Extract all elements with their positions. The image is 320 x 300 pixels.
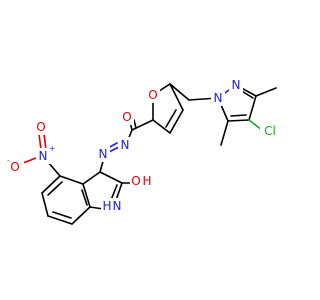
atom-nh-indole: H N bbox=[101, 198, 127, 214]
atom-o-amide-label: O bbox=[122, 110, 131, 124]
atom-nh-indole-h-label: H bbox=[102, 199, 111, 213]
atom-oh-o-label: O bbox=[131, 174, 140, 188]
atom-oh-h-label: H bbox=[142, 174, 151, 188]
atom-n-pyrazole-1-label: N bbox=[214, 91, 223, 105]
bond-benz-c7-c7a bbox=[71, 206, 91, 225]
bond-benz-c3a-c7a-double bbox=[81, 189, 88, 206]
atom-o-nitro-top-label: O bbox=[36, 120, 45, 134]
bond-benz-c6-c7-double bbox=[52, 211, 72, 219]
atom-n-nitro: N + bbox=[36, 144, 55, 164]
bond-c4-c5-double bbox=[230, 114, 247, 117]
bond-indole-c7a-c3a bbox=[82, 183, 91, 208]
atom-n-azo-2: N bbox=[96, 146, 110, 162]
atom-o-nitro-top: O bbox=[34, 119, 48, 135]
bond-c5-nitro bbox=[47, 161, 61, 177]
atom-oh: O H bbox=[130, 173, 156, 189]
atom-cl: Cl bbox=[260, 123, 280, 139]
bond-nitro-o-top-double bbox=[38, 133, 42, 151]
bond-nitro-o-top bbox=[43, 133, 47, 151]
bond-benz-c5-c6 bbox=[41, 192, 49, 217]
atom-n-pyrazole-2: N bbox=[229, 77, 243, 93]
bond-c3-methyl bbox=[255, 87, 277, 97]
atom-o-nitro-left-label: O bbox=[10, 160, 19, 174]
bond-benz-c6-c7 bbox=[47, 215, 73, 225]
chemical-structure-diagram: Cl N N O O N N N + bbox=[6, 77, 280, 225]
atom-o-amide: O bbox=[120, 109, 134, 125]
atom-labels: Cl N N O O N N N + bbox=[6, 77, 280, 214]
atom-nh-indole-n-label: N bbox=[113, 199, 122, 213]
atom-n-azo-1-label: N bbox=[121, 138, 130, 152]
bond-furan-c2-c3 bbox=[152, 119, 171, 134]
bond-benz-c4-c5-double bbox=[47, 181, 63, 196]
bond-benz-c3a-c4 bbox=[59, 175, 84, 185]
bond-ch2-furan bbox=[169, 83, 190, 101]
bond-furan-c3-c4 bbox=[169, 109, 184, 134]
atom-n-pyrazole-1: N bbox=[211, 90, 225, 106]
bond-indole-c3-c2 bbox=[99, 171, 123, 184]
bond-carbonyl-o-double bbox=[133, 119, 137, 129]
atom-n-nitro-charge: + bbox=[49, 144, 55, 153]
bond-c4-cl bbox=[248, 119, 263, 131]
bonds bbox=[22, 83, 277, 225]
bond-c5-methyl bbox=[220, 120, 229, 146]
atom-o-furan: O bbox=[146, 87, 160, 103]
bond-indole-c2-n1-double bbox=[110, 184, 118, 201]
bond-furan-c3-c4-double bbox=[165, 109, 177, 128]
bond-indole-c3a-c3 bbox=[82, 171, 101, 185]
atom-n-nitro-label: N bbox=[39, 149, 48, 163]
atom-o-nitro-left-charge: - bbox=[7, 156, 10, 165]
bond-azo-n-n bbox=[108, 146, 120, 153]
atom-n-azo-2-label: N bbox=[99, 147, 108, 161]
bond-furan-c4-c5 bbox=[169, 83, 184, 111]
bond-c4-c5 bbox=[227, 119, 250, 122]
atom-o-furan-label: O bbox=[148, 88, 157, 102]
bond-benz-c4-c5 bbox=[41, 175, 61, 194]
atom-n-azo-1: N bbox=[118, 137, 132, 153]
atom-cl-label: Cl bbox=[264, 124, 276, 138]
bond-nitro-o-left bbox=[22, 157, 37, 164]
atom-o-nitro-left: O - bbox=[6, 156, 24, 175]
atom-n-pyrazole-2-label: N bbox=[232, 78, 241, 92]
bond-c3-c4 bbox=[248, 95, 257, 121]
